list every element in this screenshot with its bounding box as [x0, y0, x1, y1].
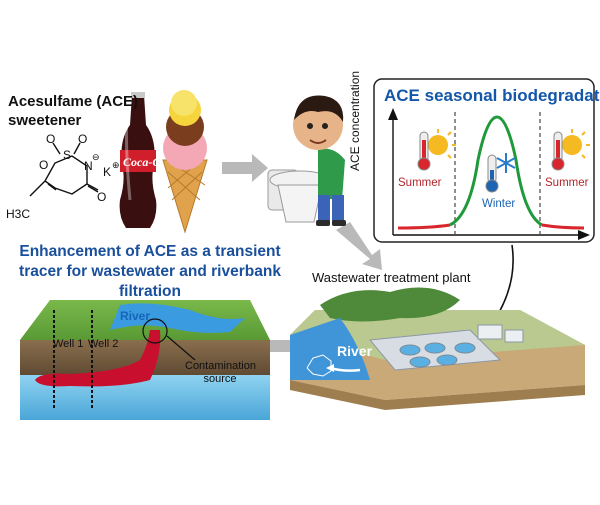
molecule-k: K [103, 165, 111, 179]
chart-frame [373, 78, 595, 243]
curve-summer-left [397, 223, 451, 230]
season-winter: Winter [482, 198, 516, 210]
thermometer-sun-icon [551, 129, 590, 171]
chart-title: ACE seasonal biodegradation [384, 86, 600, 105]
molecule-minus: ⊖ [92, 152, 100, 162]
river-label-large: River [337, 343, 373, 359]
boy-figure [293, 95, 346, 226]
molecule-n: N [84, 159, 93, 173]
well-1-label: Well 1 [53, 338, 84, 350]
molecule-o-bottom: O [97, 190, 106, 204]
molecule-labels: H3C O S O O N ⊖ K ⊕ O [6, 132, 120, 221]
y-axis-label: ACE concentration [348, 70, 362, 171]
curve-summer-right [541, 223, 585, 230]
season-summer-left: Summer [398, 177, 442, 189]
contamination-marker [142, 318, 168, 344]
molecule-o-ring: O [39, 158, 48, 172]
headline: Enhancement of ACE as a transient tracer… [19, 243, 281, 300]
molecule-h3c: H3C [6, 207, 30, 221]
seasonal-chart [373, 78, 595, 243]
season-summer-right: Summer [545, 177, 589, 189]
arrow-right [222, 154, 268, 182]
ice-cream-icon [162, 90, 208, 234]
molecule-s: S [63, 148, 71, 162]
riverbank-section [20, 300, 270, 420]
molecule-plus: ⊕ [112, 160, 120, 170]
wwtp-label: Wastewater treatment plant [312, 270, 471, 285]
river-label-small: River [120, 309, 151, 323]
molecule-o-right: O [78, 132, 87, 146]
contamination-label: Contamination source [185, 360, 256, 385]
cola-bottle-icon: Coca-Cola [119, 92, 176, 228]
river-molecule [306, 354, 332, 377]
cola-label: Coca-Cola [123, 155, 176, 169]
molecule-o-left: O [46, 132, 55, 146]
wwtp-block [290, 287, 585, 410]
ace-title: Acesulfame (ACE) sweetener [8, 93, 139, 129]
curve-winter [449, 115, 543, 227]
well-2-label: Well 2 [88, 338, 119, 350]
toilet-icon [267, 169, 331, 223]
thermometer-sun-icon [417, 129, 456, 171]
arrow-down [336, 222, 382, 270]
ace-molecule [29, 142, 99, 197]
thermometer-snowflake-icon [485, 153, 516, 193]
